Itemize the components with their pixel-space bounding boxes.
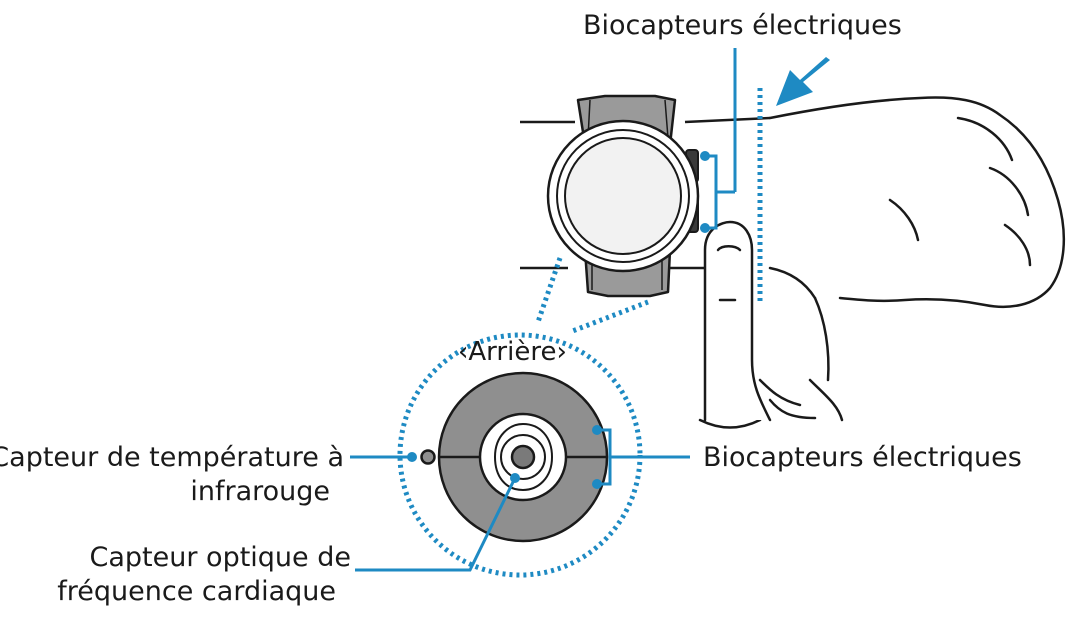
hr-sensor-label-line2: fréquence cardiaque xyxy=(57,576,336,607)
back-view-label: ‹Arrière› xyxy=(458,337,567,367)
zoom-connector xyxy=(535,257,649,335)
watch-face xyxy=(546,119,700,273)
hr-sensor-callout xyxy=(355,473,520,572)
hr-sensor-label-line1: Capteur optique de xyxy=(89,542,351,573)
back-sensor-label: Biocapteurs électriques xyxy=(703,442,1022,473)
temp-sensor-label-line1: Capteur de température à xyxy=(0,442,344,473)
top-sensor-dots xyxy=(700,151,710,233)
watch-back xyxy=(420,371,609,543)
back-sensor-callout xyxy=(597,428,690,486)
top-sensor-callout xyxy=(705,48,737,230)
arrow-icon xyxy=(776,57,830,106)
wrist-band-lines xyxy=(520,116,771,270)
temp-sensor-label-line2: infrarouge xyxy=(190,476,330,507)
finger-icon xyxy=(703,220,772,422)
top-sensor-label: Biocapteurs électriques xyxy=(583,10,902,41)
back-sensor-dots xyxy=(592,425,602,489)
temp-sensor-callout xyxy=(350,452,417,462)
hand-outline xyxy=(698,96,1066,429)
